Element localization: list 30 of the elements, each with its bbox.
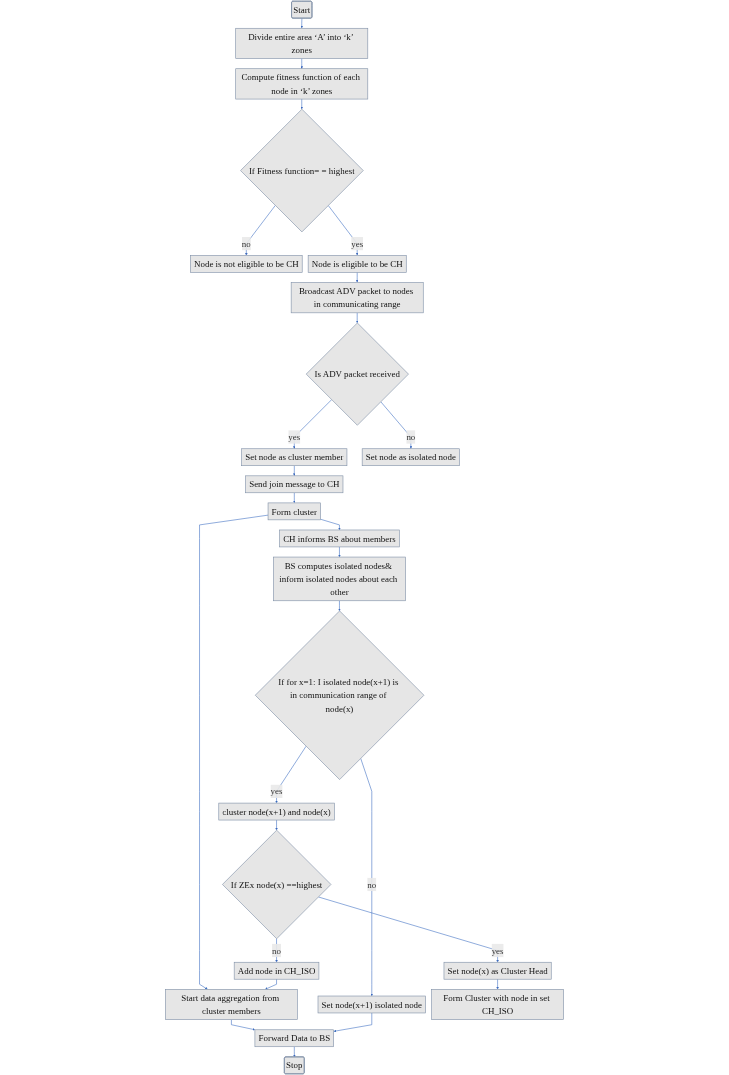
node-box: Send join message to CH [245, 475, 344, 494]
node-diamond: If ZEx node(x) ==highest [222, 829, 332, 940]
node-diamond: If for x=1: I isolated node(x+1) is in communication range of node(x) [254, 610, 425, 780]
node-box: Node is eligible to be CH [307, 255, 407, 273]
node-diamond: If Fitness function= = highest [240, 108, 364, 233]
edge-label: no [406, 432, 416, 442]
edge-label: no [241, 238, 251, 249]
node-box: Forward Data to BS [254, 1029, 334, 1048]
node-box: Set node as cluster member [241, 448, 348, 466]
node-box: cluster node(x+1) and node(x) [218, 802, 335, 821]
node-box: Form Cluster with node in set CH_ISO [431, 989, 564, 1020]
node-box: CH informs BS about members [279, 529, 400, 548]
node-diamond: Is ADV packet received [305, 322, 409, 426]
edge-label: yes [270, 786, 283, 797]
node-box: Set node(x) as Cluster Head [443, 961, 552, 980]
node-box: Broadcast ADV packet to nodes in communicating range [290, 282, 424, 314]
node-box: BS computes isolated nodes& inform isolated nodes about each other [273, 556, 406, 602]
edge-label: no [367, 879, 377, 890]
node-box: Start data aggregation from cluster members [165, 989, 298, 1020]
node-box: Compute fitness function of each node in ‘k’ zones [235, 68, 369, 100]
node-box: Add node in CH_ISO [233, 961, 320, 980]
node-box: Form cluster [267, 502, 321, 521]
node-box: Set node as isolated node [361, 448, 460, 466]
node-box: Node is not eligible to be CH [190, 255, 303, 273]
edge-label: yes [491, 945, 504, 956]
edge-label: yes [288, 432, 301, 442]
edge-label: no [272, 945, 282, 956]
edge-label: yes [351, 238, 364, 249]
node-box: Divide entire area ‘A’ into ‘k’ zones [235, 27, 369, 59]
node-box: Set node(x+1) isolated node [317, 995, 426, 1014]
